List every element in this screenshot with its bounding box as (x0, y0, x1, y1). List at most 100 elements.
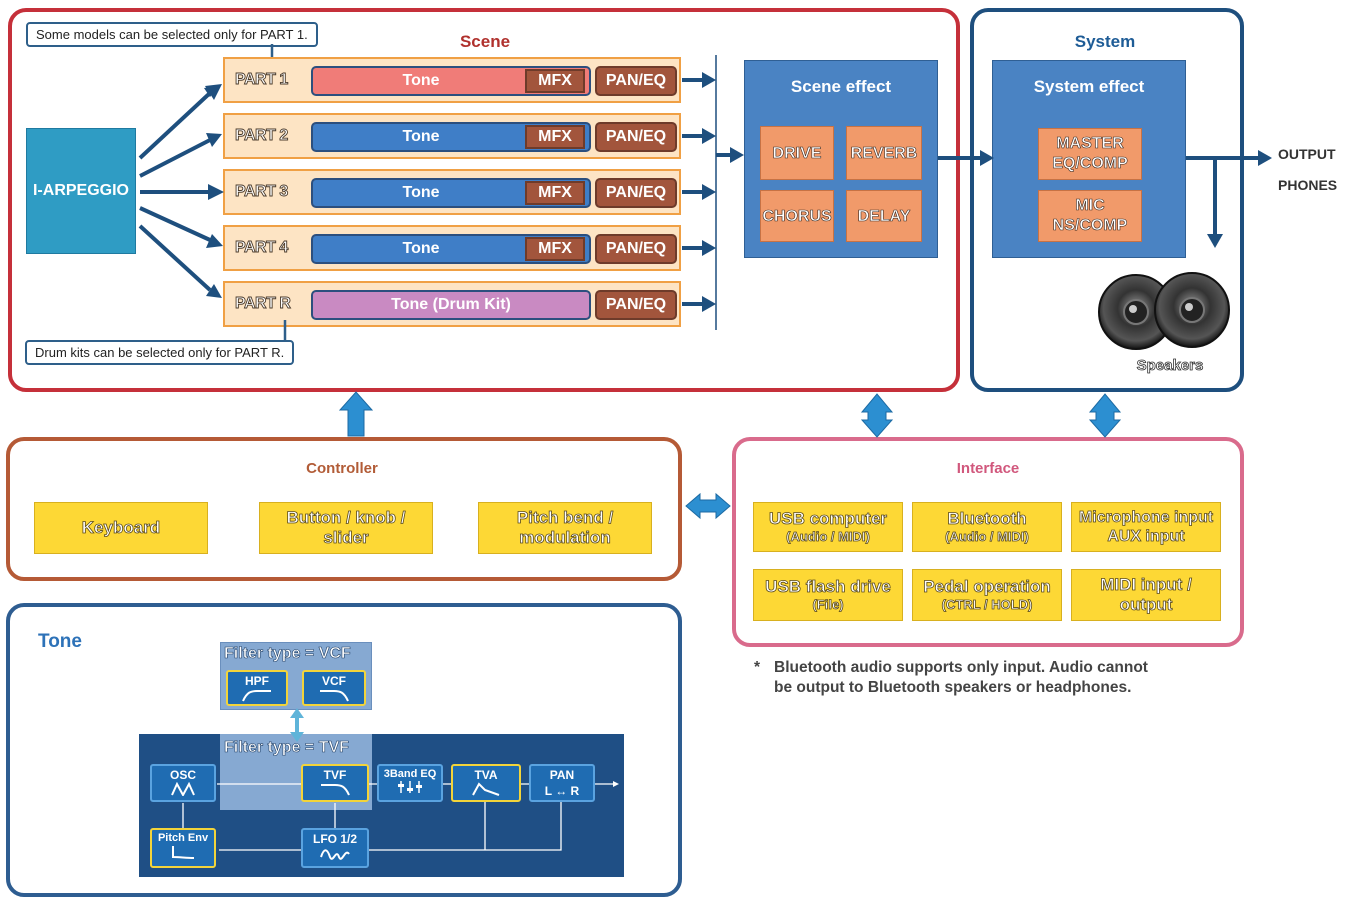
tone-box-3: Tone MFX (311, 178, 591, 208)
pan-lr-label: L ↔ R (544, 784, 580, 798)
tone-chain-panel (139, 734, 624, 877)
pedal-box: Pedal operation (CTRL / HOLD) (912, 569, 1062, 621)
pitch-bend-box: Pitch bend / modulation (478, 502, 652, 554)
paneq-box-3: PAN/EQ (595, 178, 677, 208)
tvf-module: TVF (301, 764, 369, 802)
pan-label: PAN (549, 768, 575, 782)
vcf-module: VCF (302, 670, 366, 706)
mic-input-label: Microphone input (1078, 508, 1214, 526)
hpf-module: HPF (226, 670, 288, 706)
interface-title: Interface (956, 460, 1020, 477)
pitch-env-icon (172, 846, 195, 859)
keyboard-label: Keyboard (81, 517, 161, 537)
vcf-panel-title: Filter type = VCF (224, 645, 351, 663)
output-label: OUTPUT (1278, 146, 1336, 162)
pitch-env-label: Pitch Env (157, 832, 209, 844)
part-row-4: PART 4 Tone MFX PAN/EQ (223, 225, 681, 271)
part-row-1: PART 1 Tone MFX PAN/EQ (223, 57, 681, 103)
tone-label-2: Tone (402, 128, 440, 145)
part-row-3: PART 3 Tone MFX PAN/EQ (223, 169, 681, 215)
master-line1: MASTER (1056, 135, 1124, 153)
speakers-icon (1098, 272, 1230, 350)
tone-label-1: Tone (402, 72, 440, 89)
system-title: System (1074, 32, 1136, 51)
eq-label: 3Band EQ (383, 768, 437, 780)
tone-label-r: Tone (Drum Kit) (391, 296, 511, 313)
mfx-box-3: MFX (525, 181, 585, 205)
mfx-box-2: MFX (525, 125, 585, 149)
speakers-label: Speakers (1136, 357, 1204, 375)
mic-line1: MIC (1075, 197, 1105, 215)
pan-module: PAN L ↔ R (529, 764, 595, 802)
part-label-2: PART 2 (235, 127, 289, 145)
keyboard-box: Keyboard (34, 502, 208, 554)
eq-sliders-icon (398, 781, 422, 793)
mfx-box-4: MFX (525, 237, 585, 261)
usb-flash-label: USB flash drive (765, 577, 891, 597)
scene-title: Scene (459, 32, 511, 51)
usb-flash-sub: (File) (812, 597, 844, 613)
part-label-3: PART 3 (235, 183, 289, 201)
arpeggio-block: I-ARPEGGIO (26, 128, 136, 254)
hpf-curve-icon (242, 690, 271, 702)
lfo-module: LFO 1/2 (301, 828, 369, 868)
footnote: * Bluetooth audio supports only input. A… (752, 658, 1148, 698)
tone-box-4: Tone MFX (311, 234, 591, 264)
vcf-curve-icon (320, 690, 349, 702)
bluetooth-label: Bluetooth (947, 509, 1027, 529)
button-line1: Button / knob / (286, 507, 406, 527)
pitch-line1: Pitch bend / (516, 507, 614, 527)
note-partr: Drum kits can be selected only for PART … (25, 340, 295, 365)
tone-box-1: Tone MFX (311, 66, 591, 96)
osc-module: OSC (150, 764, 216, 802)
tone-box-r: Tone (Drum Kit) (311, 290, 591, 320)
fx-mic-ns-comp: MIC NS/COMP (1038, 190, 1142, 242)
paneq-box-1: PAN/EQ (595, 66, 677, 96)
midi-box: MIDI input / output (1071, 569, 1221, 621)
tvf-label: TVF (323, 768, 347, 782)
usb-computer-sub: (Audio / MIDI) (786, 529, 871, 545)
usb-computer-box: USB computer (Audio / MIDI) (753, 502, 903, 552)
fx-drive: DRIVE (760, 126, 834, 180)
scene-effect-title: Scene effect (790, 77, 892, 96)
hpf-label: HPF (245, 674, 269, 688)
tone-box-2: Tone MFX (311, 122, 591, 152)
tone-label-4: Tone (402, 240, 440, 257)
part-label-r: PART R (235, 295, 292, 313)
eq-module: 3Band EQ (377, 764, 443, 802)
arpeggio-label: I-ARPEGGIO (32, 182, 129, 199)
button-knob-slider-box: Button / knob / slider (259, 502, 433, 554)
osc-label: OSC (169, 768, 196, 782)
part-row-r: PART R Tone (Drum Kit) PAN/EQ (223, 281, 681, 327)
tvf-curve-icon (321, 784, 350, 796)
fx-delay: DELAY (846, 190, 922, 242)
tva-module: TVA (451, 764, 521, 802)
footnote-star: * (754, 659, 761, 676)
fx-reverb: REVERB (846, 126, 922, 180)
fx-chorus: CHORUS (760, 190, 834, 242)
tone-connectors (182, 708, 619, 851)
system-effect-title: System effect (1033, 77, 1145, 96)
button-line2: slider (323, 528, 369, 548)
paneq-box-4: PAN/EQ (595, 234, 677, 264)
mic-line2: NS/COMP (1052, 217, 1128, 235)
midi-line1: MIDI input / (1100, 574, 1192, 594)
tva-envelope-icon (472, 782, 500, 796)
bluetooth-box: Bluetooth (Audio / MIDI) (912, 502, 1062, 552)
footnote-line1: Bluetooth audio supports only input. Aud… (774, 659, 1148, 676)
pedal-label: Pedal operation (923, 577, 1051, 597)
part-label-1: PART 1 (235, 71, 289, 89)
note-part1: Some models can be selected only for PAR… (26, 22, 318, 47)
tvf-panel-title: Filter type = TVF (224, 739, 350, 757)
lfo-wave-icon (320, 849, 350, 860)
bluetooth-sub: (Audio / MIDI) (945, 529, 1030, 545)
controller-title: Controller (306, 460, 378, 477)
usb-computer-label: USB computer (768, 509, 888, 529)
pedal-sub: (CTRL / HOLD) (941, 597, 1033, 613)
aux-input-label: AUX input (1107, 528, 1185, 546)
vcf-label: VCF (322, 674, 346, 688)
phones-label: PHONES (1278, 177, 1338, 193)
tone-title: Tone (38, 631, 82, 652)
paneq-box-r: PAN/EQ (595, 290, 677, 320)
